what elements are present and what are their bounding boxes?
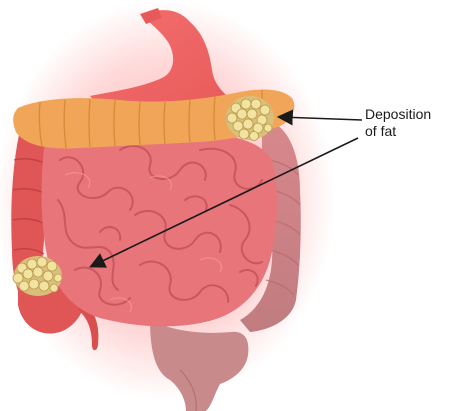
label-line-2: of fat [365,123,451,140]
deposition-of-fat-label: Deposition of fat [365,106,451,140]
small-intestine-illustration [42,130,278,326]
label-line-1: Deposition [365,106,451,123]
